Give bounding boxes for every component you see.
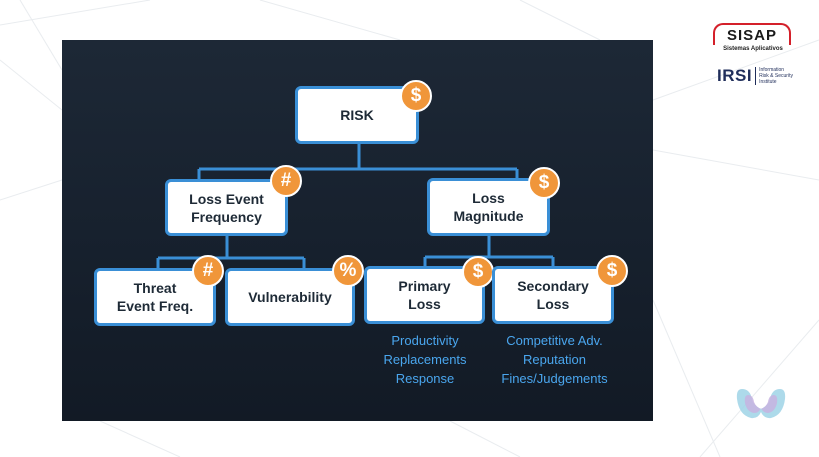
fair-diagram-slide: RISK $ Loss Event Frequency # Loss Magni… (62, 40, 653, 421)
secondary-loss-label: Secondary Loss (517, 278, 589, 312)
loss-event-frequency-label: Loss Event Frequency (189, 190, 264, 225)
percent-badge-icon: % (332, 255, 364, 287)
risk-node: RISK (295, 86, 419, 144)
primary-loss-node: Primary Loss (364, 266, 485, 324)
secondary-loss-node: Secondary Loss (492, 266, 614, 324)
secondary-loss-items: Competitive Adv. Reputation Fines/Judgem… (501, 333, 608, 386)
primary-loss-items: Productivity Replacements Response (383, 333, 467, 386)
irsi-wordmark: IRSI (717, 66, 753, 85)
primary-loss-label: Primary Loss (398, 278, 451, 312)
diagram-connectors (156, 144, 555, 268)
threat-event-frequency-label: Threat Event Freq. (116, 280, 194, 314)
dollar-badge-icon: $ (462, 256, 494, 288)
irsi-tagline: Information Risk & Security Institute (759, 67, 793, 85)
sisap-tagline: Sistemas Aplicativos (723, 46, 783, 52)
loss-event-frequency-node: Loss Event Frequency (165, 179, 288, 236)
irsi-divider (755, 67, 757, 85)
vulnerability-label: Vulnerability (248, 289, 332, 305)
dollar-badge-icon: $ (528, 167, 560, 199)
sisap-wordmark: SISAP (713, 23, 791, 45)
hash-badge-icon: # (270, 165, 302, 197)
irsi-logo: IRSI Information Risk & Security Institu… (717, 66, 793, 86)
threat-event-frequency-node: Threat Event Freq. (94, 268, 216, 326)
dollar-badge-icon: $ (596, 255, 628, 287)
intertwined-rings-logo-icon (736, 389, 786, 419)
loss-magnitude-label: Loss Magnitude (453, 190, 524, 224)
hash-badge-icon: # (192, 255, 224, 287)
risk-label: RISK (340, 107, 374, 123)
dollar-badge-icon: $ (400, 80, 432, 112)
sisap-logo: SISAP Sistemas Aplicativos (713, 23, 793, 52)
